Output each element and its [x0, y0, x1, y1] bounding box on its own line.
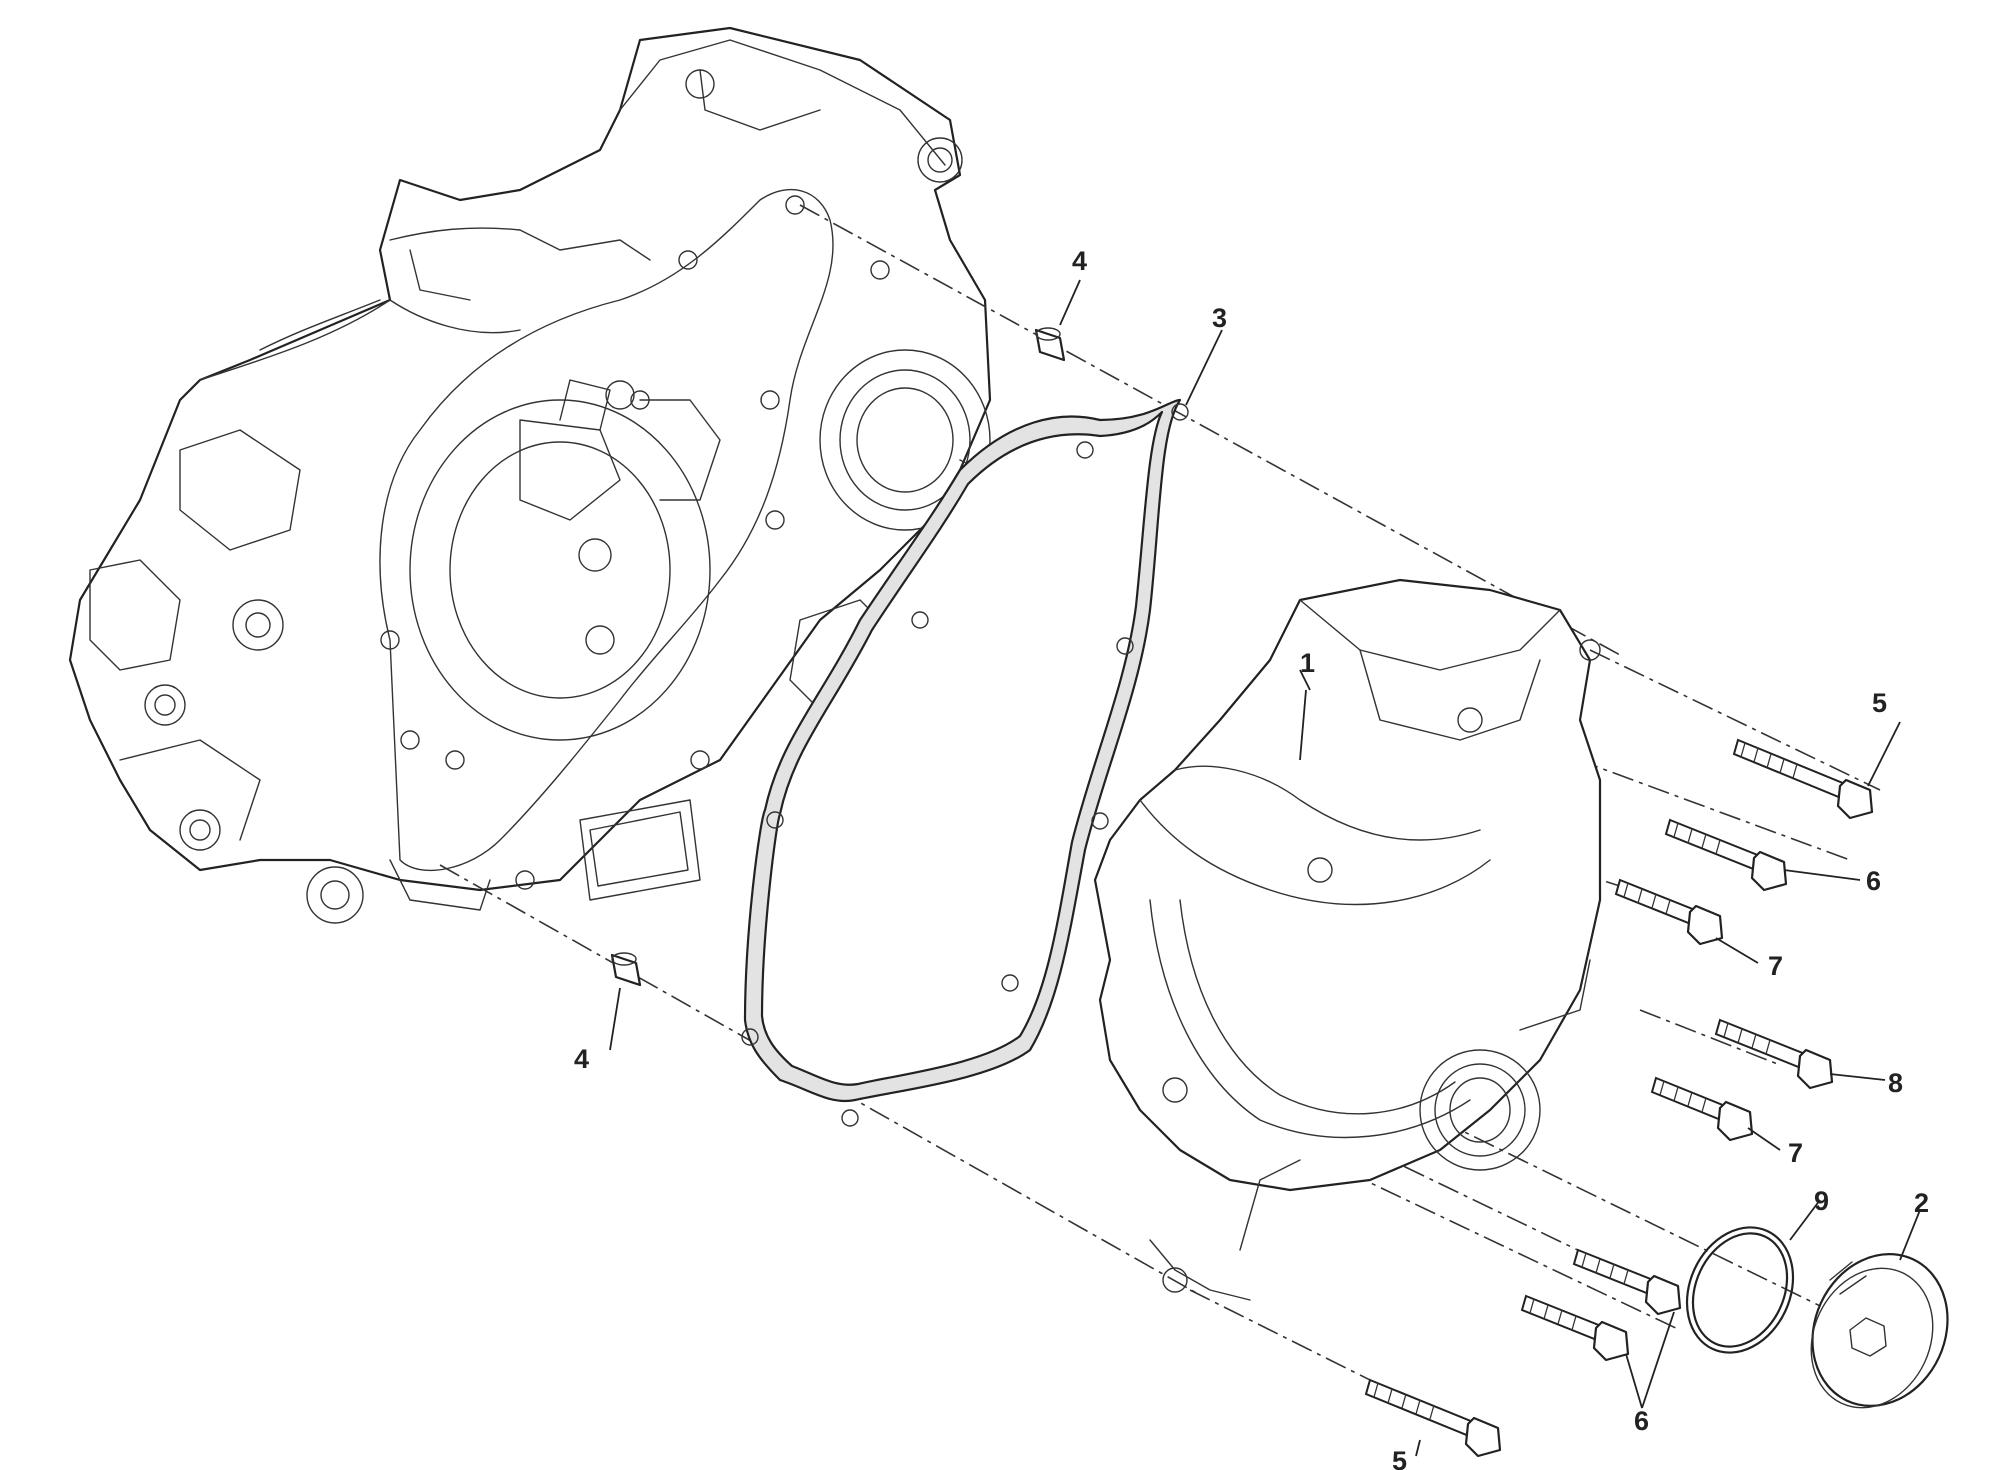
callout-5-top: 5 [1872, 688, 1887, 718]
callout-4-top: 4 [1072, 246, 1087, 276]
callout-4-bottom: 4 [574, 1044, 589, 1074]
callout-2: 2 [1914, 1188, 1929, 1218]
bolt-6-lower-a [1572, 1248, 1682, 1316]
callout-9: 9 [1814, 1186, 1829, 1216]
callout-5-bottom: 5 [1392, 1446, 1407, 1470]
callout-8: 8 [1888, 1068, 1903, 1098]
o-ring [1685, 1226, 1795, 1354]
callout-7-upper: 7 [1768, 951, 1783, 981]
bolt-8 [1714, 1018, 1834, 1090]
callout-6-right: 6 [1866, 866, 1881, 896]
leader-lines [609, 279, 1921, 1457]
bolt-6-upper [1664, 818, 1788, 892]
callout-1: 1 [1300, 648, 1315, 678]
dowel-pin-bottom [610, 952, 642, 987]
dowel-pin-top [1034, 327, 1066, 362]
bolt-7-lower [1650, 1076, 1754, 1142]
callout-labels: 1 2 3 4 4 5 5 6 6 7 7 8 9 [574, 246, 1929, 1470]
bolt-6-lower-b [1520, 1294, 1630, 1362]
crankcase-assembly [68, 26, 1011, 924]
gasket [741, 398, 1189, 1127]
callout-3: 3 [1212, 303, 1227, 333]
callout-6-bottom: 6 [1634, 1406, 1649, 1436]
alternator-cover [1093, 578, 1602, 1301]
bolt-5-top [1732, 738, 1874, 820]
bolt-7-upper [1614, 878, 1724, 946]
plug-cap [1810, 1253, 1949, 1409]
callout-7-lower: 7 [1788, 1138, 1803, 1168]
bolt-5-bottom [1364, 1378, 1502, 1458]
